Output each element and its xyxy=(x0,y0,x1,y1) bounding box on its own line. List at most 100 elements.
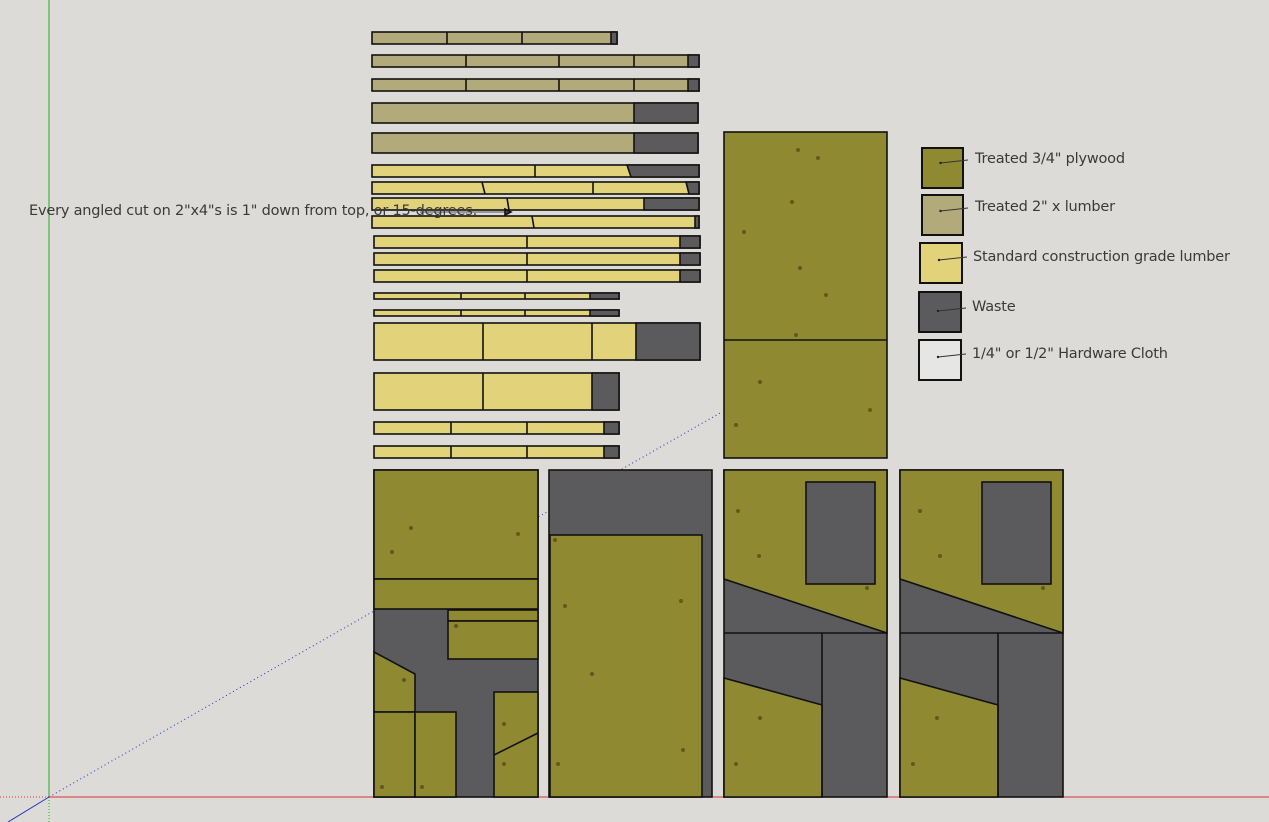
wood-knot xyxy=(824,293,828,297)
legend-label-waste: Waste xyxy=(972,299,1016,315)
wood-knot xyxy=(734,762,738,766)
waste-piece xyxy=(679,252,701,266)
waste-piece xyxy=(684,181,700,195)
waste-piece xyxy=(589,309,620,317)
legend-leader-dot xyxy=(936,355,940,359)
wood-knot xyxy=(816,156,820,160)
legend-leader-dot xyxy=(936,309,940,313)
wood-knot xyxy=(938,554,942,558)
waste-piece xyxy=(805,481,876,585)
wood-knot xyxy=(798,266,802,270)
wood-knot xyxy=(865,586,869,590)
wood-knot xyxy=(556,762,560,766)
waste-piece xyxy=(643,197,700,211)
legend-leader-dot xyxy=(939,209,942,213)
wood-knot xyxy=(420,785,424,789)
waste-piece xyxy=(603,421,620,435)
legend-swatch-waste xyxy=(918,291,962,333)
waste-piece xyxy=(635,322,701,361)
waste-piece xyxy=(687,78,700,92)
wood-knot xyxy=(935,716,939,720)
waste-piece xyxy=(591,372,620,411)
wood-knot xyxy=(734,423,738,427)
legend-label-treated-lumber: Treated 2" x lumber xyxy=(975,199,1115,215)
legend-leader-dot xyxy=(939,161,942,165)
lumber-board xyxy=(371,181,700,195)
legend-label-standard-lumber: Standard construction grade lumber xyxy=(973,249,1230,265)
plywood-piece xyxy=(373,469,539,580)
lumber-board xyxy=(373,445,620,459)
lumber-board xyxy=(373,252,701,266)
cut-line xyxy=(506,197,510,211)
wood-knot xyxy=(1041,586,1045,590)
wood-knot xyxy=(918,509,922,513)
waste-piece xyxy=(610,31,618,45)
annotation-arrow-icon xyxy=(504,207,513,217)
wood-knot xyxy=(380,785,384,789)
wood-knot xyxy=(758,380,762,384)
lumber-board xyxy=(373,421,620,435)
wood-knot xyxy=(409,526,413,530)
waste-piece xyxy=(603,445,620,459)
waste-piece xyxy=(625,164,700,178)
legend-swatch-treated-lumber xyxy=(921,194,964,236)
wood-knot xyxy=(758,716,762,720)
plywood-piece xyxy=(373,711,416,798)
legend-swatch-standard-lumber xyxy=(919,242,963,284)
plywood-piece xyxy=(549,534,703,798)
wood-knot xyxy=(679,599,683,603)
legend-leader xyxy=(937,353,967,358)
cut-line xyxy=(531,215,535,229)
wood-knot xyxy=(563,604,567,608)
legend-swatch-plywood xyxy=(921,147,964,189)
wood-knot xyxy=(454,624,458,628)
wood-knot xyxy=(390,550,394,554)
wood-knot xyxy=(402,678,406,682)
wood-knot xyxy=(736,509,740,513)
cut-line xyxy=(481,181,486,195)
wood-knot xyxy=(868,408,872,412)
waste-piece xyxy=(589,292,620,300)
legend-leader xyxy=(940,159,969,164)
plywood-panel xyxy=(723,131,888,459)
plywood-piece xyxy=(373,578,539,610)
legend-swatch-hardware-cloth xyxy=(918,339,962,381)
wood-knot xyxy=(794,333,798,337)
wood-knot xyxy=(502,722,506,726)
legend-leader xyxy=(937,307,967,312)
wood-knot xyxy=(502,762,506,766)
legend-label-hardware-cloth: 1/4" or 1/2" Hardware Cloth xyxy=(972,346,1168,362)
lumber-board xyxy=(373,235,701,249)
legend-leader xyxy=(940,207,969,212)
waste-piece xyxy=(679,235,701,249)
wood-knot xyxy=(790,200,794,204)
legend-leader-dot xyxy=(937,258,941,262)
plywood-piece xyxy=(414,711,457,798)
wood-knot xyxy=(911,762,915,766)
wood-knot xyxy=(742,230,746,234)
waste-piece xyxy=(633,132,699,154)
cut-line xyxy=(493,732,539,756)
wood-knot xyxy=(590,672,594,676)
legend-label-plywood: Treated 3/4" plywood xyxy=(975,151,1125,167)
wood-knot xyxy=(757,554,761,558)
waste-piece xyxy=(687,54,700,68)
wood-knot xyxy=(553,538,557,542)
lumber-board xyxy=(373,372,620,411)
plywood-piece xyxy=(447,609,539,622)
wood-knot xyxy=(516,532,520,536)
waste-piece xyxy=(694,215,700,229)
waste-piece xyxy=(981,481,1052,585)
legend-leader xyxy=(938,256,968,261)
lumber-board xyxy=(371,54,700,68)
lumber-board xyxy=(371,78,700,92)
blue-axis xyxy=(7,796,50,822)
waste-piece xyxy=(679,269,701,283)
wood-knot xyxy=(796,148,800,152)
lumber-board xyxy=(373,269,701,283)
plywood-piece xyxy=(447,620,539,660)
lumber-board xyxy=(371,31,618,45)
lumber-board xyxy=(373,309,620,317)
